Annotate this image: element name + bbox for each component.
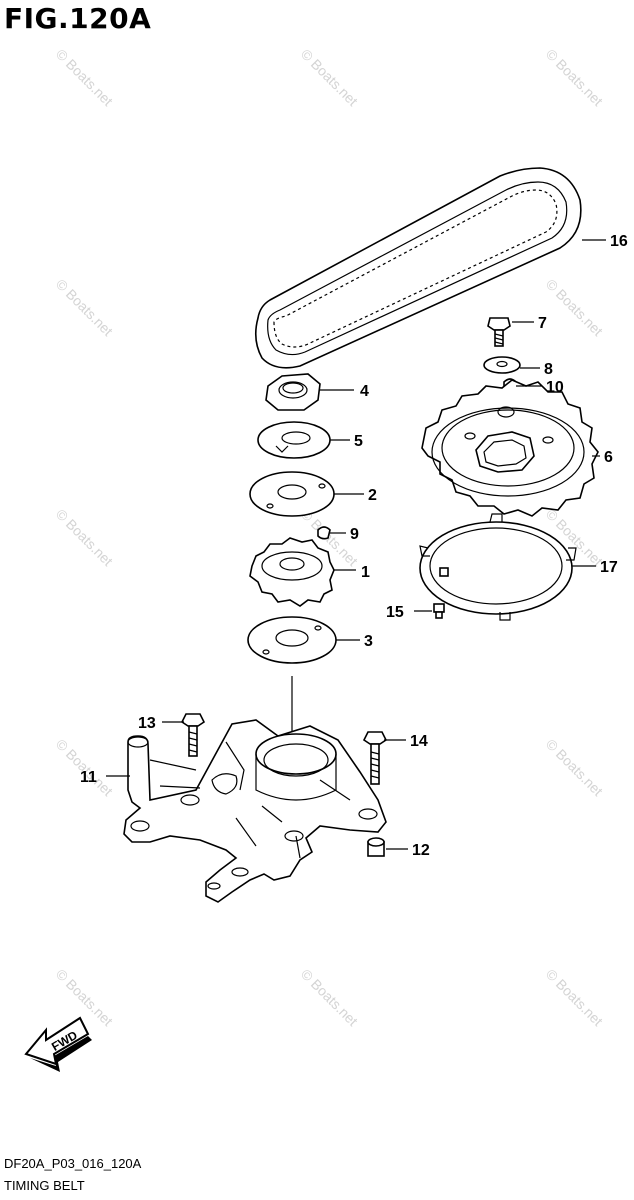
callout-9: 9 [350,526,359,543]
guide-plate-3 [247,616,337,664]
watermark: © Boats.net [298,46,361,109]
callout-10: 10 [546,379,564,396]
dowel-pin-12 [367,837,385,857]
watermark: © Boats.net [543,276,606,339]
callout-1: 1 [361,564,370,581]
callout-4: 4 [360,383,369,400]
callout-7: 7 [538,315,547,332]
driven-pulley [421,379,599,517]
diagram-code: DF20A_P03_016_120A [4,1156,142,1171]
bracket-housing [123,719,387,903]
callout-17: 17 [600,559,618,576]
watermark: © Boats.net [53,46,116,109]
callout-3: 3 [364,633,373,650]
callout-8: 8 [544,361,553,378]
callout-labels: 1 2 3 4 5 6 7 8 9 10 11 12 13 14 15 16 1… [80,233,628,859]
screw-15 [433,603,445,619]
watermark: © Boats.net [53,736,116,799]
callout-15: 15 [386,604,404,621]
watermark: © Boats.net [53,276,116,339]
figure-title: FIG.120A [4,2,152,35]
watermark: © Boats.net [543,966,606,1029]
watermark: © Boats.net [53,966,116,1029]
callout-12: 12 [412,842,430,859]
watermark: © Boats.net [53,506,116,569]
watermark: © Boats.net [298,966,361,1029]
callout-13: 13 [138,715,156,732]
diagram-name: TIMING BELT [4,1178,85,1193]
callout-14: 14 [410,733,428,750]
key-9 [317,526,331,540]
callout-11: 11 [80,769,97,786]
pulley-plate [419,513,577,621]
callout-16: 16 [610,233,628,250]
washer-8 [483,356,521,374]
leader-lines [106,239,606,850]
bolt-14 [362,731,388,785]
forward-arrow: FWD [24,1016,92,1072]
callout-5: 5 [354,433,363,450]
bolt-7 [487,317,511,347]
timing-belt [254,167,582,369]
watermark: © Boats.net [543,736,606,799]
bolt-13 [180,713,206,757]
guide-plate-2 [249,471,335,517]
watermark: © Boats.net [543,46,606,109]
washer-5 [257,421,331,459]
callout-2: 2 [368,487,377,504]
callout-6: 6 [604,449,613,466]
drive-pulley [249,537,335,607]
nut-4 [265,373,321,411]
